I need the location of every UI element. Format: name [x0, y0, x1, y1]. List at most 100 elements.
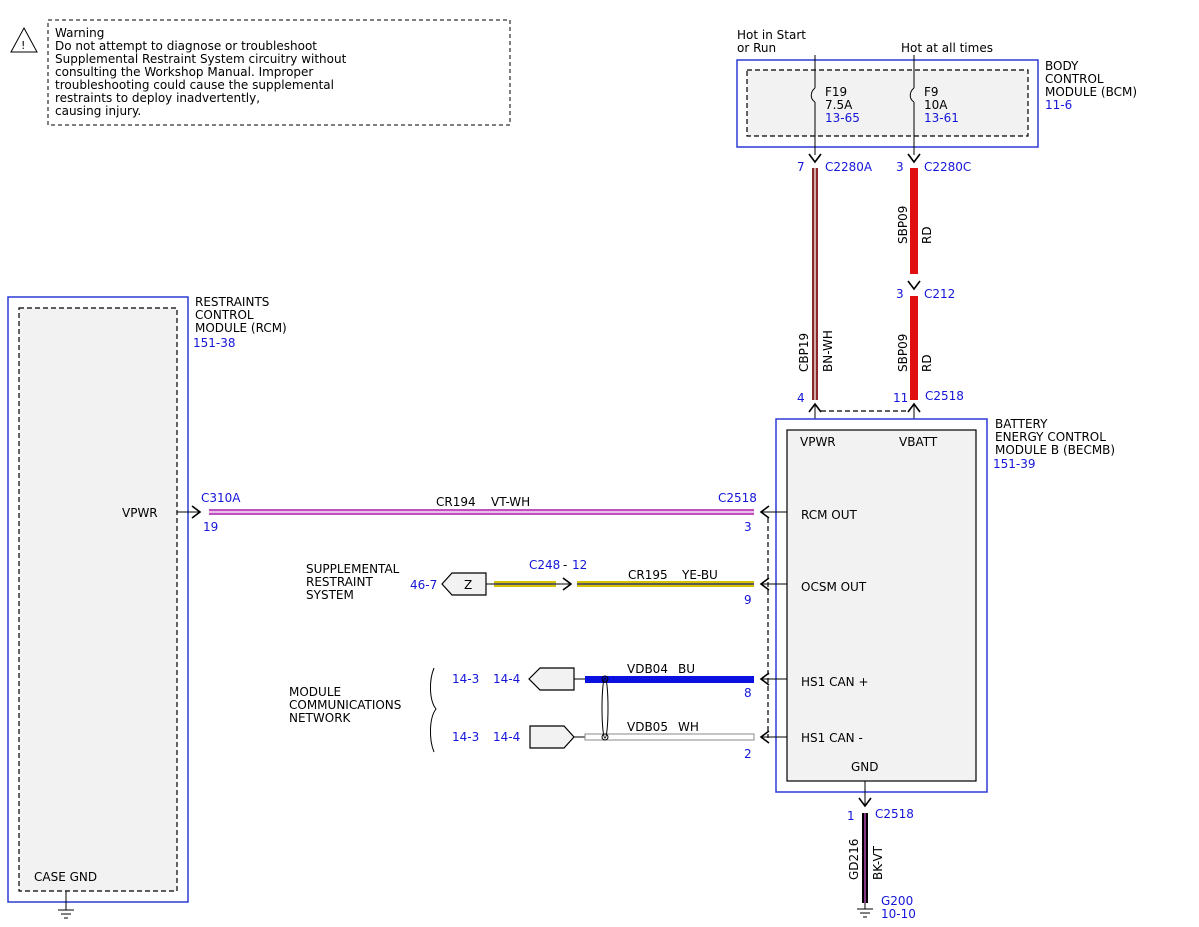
rcm-name: CONTROL — [195, 308, 254, 322]
pin-number: 3 — [896, 287, 904, 301]
connector-arrow — [907, 280, 921, 291]
pin-number: 3 — [896, 160, 904, 174]
warning-line: consulting the Workshop Manual. Improper — [55, 65, 313, 79]
network-ref[interactable]: 14-3 — [452, 672, 479, 686]
wire-sbp09-lower[interactable] — [910, 296, 918, 400]
ground-ref[interactable]: 10-10 — [881, 907, 916, 921]
network-name: NETWORK — [289, 711, 352, 725]
srs-ref[interactable]: 46-7 — [410, 578, 437, 592]
srs-name: SUPPLEMENTAL — [306, 562, 400, 576]
pin-label: HS1 CAN + — [801, 675, 869, 689]
wire-circuit-label: CBP19 — [797, 333, 811, 372]
connector-id[interactable]: C2518 — [925, 389, 964, 403]
wire-color-label: VT-WH — [491, 495, 530, 509]
connector-id[interactable]: C2280A — [825, 160, 873, 174]
bcm-name: MODULE (BCM) — [1045, 85, 1137, 99]
fuse-ref[interactable]: 13-61 — [924, 111, 959, 125]
ground-icon — [857, 903, 873, 918]
ground-icon — [58, 909, 74, 919]
connector-id[interactable]: C212 — [924, 287, 955, 301]
rcm-ref[interactable]: 151-38 — [193, 336, 236, 350]
pin-number: 12 — [572, 558, 587, 572]
warning-box: ! Warning Do not attempt to diagnose or … — [10, 19, 511, 126]
wire-color-label: RD — [920, 226, 934, 244]
pin-label: VPWR — [122, 506, 158, 520]
srs-name: RESTRAINT — [306, 575, 373, 589]
connector-id[interactable]: C248 — [529, 558, 560, 572]
brace-icon — [430, 667, 437, 753]
connector-id[interactable]: C2518 — [875, 807, 914, 821]
wire-cr194[interactable] — [209, 509, 754, 515]
connector-arrow — [808, 153, 822, 164]
warning-line: Supplemental Restraint System circuitry … — [55, 52, 347, 66]
becmb-name: ENERGY CONTROL — [995, 430, 1106, 444]
connector-arrow — [191, 505, 202, 519]
connector-arrow — [858, 797, 872, 808]
network-tag-plus[interactable] — [528, 667, 575, 691]
pin-label: OCSM OUT — [801, 580, 867, 594]
pin-label: VBATT — [899, 435, 938, 449]
connector-id[interactable]: C2518 — [718, 491, 757, 505]
pin-number: 9 — [744, 593, 752, 607]
network-ref[interactable]: 14-3 — [452, 730, 479, 744]
fuse-icon — [909, 87, 915, 103]
connector-arrow — [562, 577, 573, 591]
bcm-name: BODY — [1045, 59, 1079, 73]
pin-label: GND — [851, 760, 879, 774]
bcm-module: Hot in Start or Run Hot at all times BOD… — [736, 28, 1137, 155]
pin-label: HS1 CAN - — [801, 731, 863, 745]
wire-cr195-right[interactable] — [577, 581, 754, 587]
wire-color-label: RD — [920, 354, 934, 372]
connector-separator: - — [563, 558, 567, 572]
warning-line: troubleshooting could cause the suppleme… — [55, 78, 334, 92]
rcm-inner — [18, 307, 178, 892]
network-name: COMMUNICATIONS — [289, 698, 401, 712]
feed-start-label: Hot in Start — [737, 28, 806, 42]
wire-circuit-label: SBP09 — [896, 334, 910, 372]
pin-number: 7 — [797, 160, 805, 174]
pin-number: 2 — [744, 747, 752, 761]
pin-number: 11 — [893, 391, 908, 405]
wire-cbp19[interactable] — [812, 168, 818, 400]
pin-number: 3 — [744, 520, 752, 534]
becmb-module: BATTERY ENERGY CONTROL MODULE B (BECMB) … — [775, 417, 1115, 793]
becmb-ref[interactable]: 151-39 — [993, 457, 1036, 471]
connector-id[interactable]: C2280C — [924, 160, 971, 174]
srs-name: SYSTEM — [306, 588, 354, 602]
warning-triangle-icon: ! — [10, 26, 38, 53]
fuse-rating: 7.5A — [825, 98, 853, 112]
connector-id[interactable]: C310A — [201, 491, 241, 505]
ground-id[interactable]: G200 — [881, 894, 913, 908]
warning-frame — [47, 19, 511, 126]
wire-vdb04[interactable] — [585, 676, 754, 683]
network-tag-minus[interactable] — [529, 725, 575, 749]
pin-number: 4 — [797, 391, 805, 405]
wire-color-label: BN-WH — [821, 330, 835, 372]
network-ref[interactable]: 14-4 — [493, 730, 520, 744]
fuse-ref[interactable]: 13-65 — [825, 111, 860, 125]
warning-line: Do not attempt to diagnose or troublesho… — [55, 39, 317, 53]
fuse-name: F9 — [924, 85, 939, 99]
feed-start-label: or Run — [737, 41, 776, 55]
wire-circuit-label: CR194 — [436, 495, 476, 509]
fuse-name: F19 — [825, 85, 847, 99]
pin-label: CASE GND — [34, 870, 97, 884]
becmb-inner — [786, 429, 977, 782]
bcm-ref[interactable]: 11-6 — [1045, 98, 1072, 112]
becmb-name: BATTERY — [995, 417, 1048, 431]
pin-label: RCM OUT — [801, 508, 858, 522]
pin-number: 1 — [847, 809, 855, 823]
twisted-pair-icon — [601, 675, 609, 741]
wire-cr195-left[interactable] — [494, 581, 556, 587]
wire-vdb05[interactable] — [584, 733, 755, 741]
feed-always-label: Hot at all times — [901, 41, 993, 55]
wire-circuit-label: CR195 — [628, 568, 668, 582]
wire-circuit-label: VDB05 — [627, 720, 668, 734]
wire-gd216[interactable] — [862, 813, 868, 903]
network-ref[interactable]: 14-4 — [493, 672, 520, 686]
rcm-name: MODULE (RCM) — [195, 321, 287, 335]
warning-line: restraints to deploy inadvertently, — [55, 91, 260, 105]
wire-sbp09-upper[interactable] — [910, 168, 918, 274]
srs-tag-label: Z — [464, 578, 472, 592]
